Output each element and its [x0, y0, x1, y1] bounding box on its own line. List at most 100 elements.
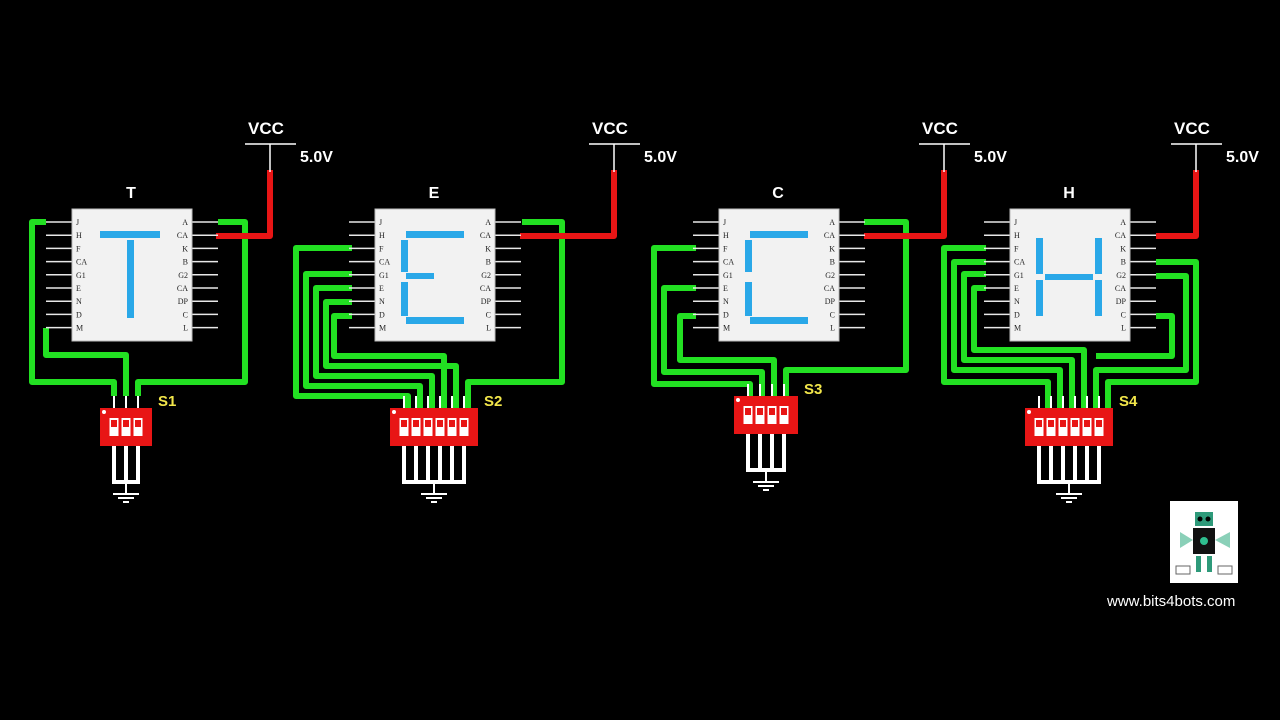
- pin-label-left: H: [723, 231, 729, 240]
- pin-label-left: M: [723, 324, 730, 333]
- pin-label-left: E: [1014, 284, 1019, 293]
- switch-toggle[interactable]: [1096, 420, 1102, 427]
- pin-label-left: H: [1014, 231, 1020, 240]
- pin-label-right: DP: [178, 297, 189, 306]
- pin-label-right: K: [182, 244, 188, 253]
- pin-label-right: L: [183, 324, 188, 333]
- pin-label-right: G2: [178, 271, 188, 280]
- pin-label-left: E: [76, 284, 81, 293]
- pin-label-right: C: [1121, 310, 1126, 319]
- pin-label-left: J: [76, 218, 79, 227]
- pin-label-right: B: [486, 258, 491, 267]
- pin-label-right: L: [1121, 324, 1126, 333]
- pin-label-left: D: [1014, 310, 1020, 319]
- pin-label-left: G1: [723, 271, 733, 280]
- pin-label-right: A: [829, 218, 835, 227]
- dip-switch[interactable]: S1: [100, 393, 176, 503]
- dip-switch[interactable]: S2: [390, 393, 502, 503]
- switch-toggle[interactable]: [1036, 420, 1042, 427]
- switch-toggle[interactable]: [111, 420, 117, 427]
- pin-label-left: F: [1014, 244, 1019, 253]
- pin-label-right: C: [830, 310, 835, 319]
- vcc-symbol-3: VCC 5.0V: [919, 119, 1007, 172]
- pin-label-right: CA: [1115, 231, 1126, 240]
- dip-switch[interactable]: S3: [734, 381, 822, 491]
- switch-toggle[interactable]: [401, 420, 407, 427]
- pin-label-right: B: [830, 258, 835, 267]
- pin-label-right: DP: [1116, 297, 1127, 306]
- switch-toggle[interactable]: [757, 408, 763, 415]
- vcc-symbol-2: VCC 5.0V: [589, 119, 677, 172]
- pin-label-right: G2: [481, 271, 491, 280]
- vcc-wire-4: [1156, 170, 1199, 239]
- pin-label-right: CA: [480, 284, 491, 293]
- pin-label-left: D: [76, 310, 82, 319]
- pin-label-left: H: [379, 231, 385, 240]
- switch-toggle[interactable]: [437, 420, 443, 427]
- segments-letter-h: [1036, 238, 1102, 316]
- switch-toggle[interactable]: [1084, 420, 1090, 427]
- switch-toggle[interactable]: [769, 408, 775, 415]
- green-wires-2: [293, 219, 565, 410]
- pin-label-left: E: [723, 284, 728, 293]
- pin-label-right: CA: [480, 231, 491, 240]
- switch-toggle[interactable]: [461, 420, 467, 427]
- switch-label: S3: [804, 381, 822, 398]
- switch-toggle[interactable]: [425, 420, 431, 427]
- pin-label-left: CA: [723, 258, 734, 267]
- voltage-label: 5.0V: [644, 149, 677, 166]
- vcc-symbol-4: VCC 5.0V: [1171, 119, 1259, 172]
- pin-label-left: G1: [76, 271, 86, 280]
- switch-toggle[interactable]: [781, 408, 787, 415]
- letter-label: T: [126, 185, 136, 202]
- pin-label-right: C: [486, 310, 491, 319]
- vcc-label: VCC: [1174, 119, 1210, 138]
- switch-toggle[interactable]: [1060, 420, 1066, 427]
- pin-label-right: A: [182, 218, 188, 227]
- pin-label-right: DP: [825, 297, 836, 306]
- pin-label-left: F: [379, 244, 384, 253]
- switch-toggle[interactable]: [1072, 420, 1078, 427]
- vcc-wire-3: [864, 170, 947, 239]
- pin-label-left: N: [1014, 297, 1020, 306]
- switch-toggle[interactable]: [135, 420, 141, 427]
- pin-label-left: J: [1014, 218, 1017, 227]
- pin-label-right: G2: [1116, 271, 1126, 280]
- pin-label-left: F: [76, 244, 81, 253]
- pin-label-right: C: [183, 310, 188, 319]
- pin-label-left: H: [76, 231, 82, 240]
- pin-label-left: CA: [76, 258, 87, 267]
- dip-switch[interactable]: S4: [1025, 393, 1138, 503]
- switch-label: S4: [1119, 393, 1138, 410]
- pin-label-right: A: [485, 218, 491, 227]
- switch-toggle[interactable]: [413, 420, 419, 427]
- bits4bots-logo[interactable]: [1170, 501, 1238, 583]
- pin-label-left: G1: [1014, 271, 1024, 280]
- pin-label-left: J: [723, 218, 726, 227]
- switch-toggle[interactable]: [745, 408, 751, 415]
- segments-letter-t: [100, 231, 160, 318]
- voltage-label: 5.0V: [1226, 149, 1259, 166]
- pin-label-right: CA: [824, 284, 835, 293]
- vcc-wire-1: [216, 170, 273, 239]
- pin-label-left: N: [379, 297, 385, 306]
- switch-toggle[interactable]: [123, 420, 129, 427]
- pin-label-right: K: [829, 244, 835, 253]
- pin-label-right: L: [486, 324, 491, 333]
- switch-toggle[interactable]: [449, 420, 455, 427]
- pin-label-right: L: [830, 324, 835, 333]
- vcc-symbol-1: VCC 5.0V: [245, 119, 333, 172]
- switch-pin1-dot: [392, 410, 396, 414]
- website-url[interactable]: www.bits4bots.com: [1106, 593, 1235, 610]
- green-wires-4: [941, 245, 1199, 410]
- pin-label-left: G1: [379, 271, 389, 280]
- letter-label: H: [1063, 185, 1075, 202]
- pin-label-left: N: [723, 297, 729, 306]
- switch-toggle[interactable]: [1048, 420, 1054, 427]
- pin-label-left: F: [723, 244, 728, 253]
- pin-label-right: CA: [824, 231, 835, 240]
- letter-label: C: [772, 185, 784, 202]
